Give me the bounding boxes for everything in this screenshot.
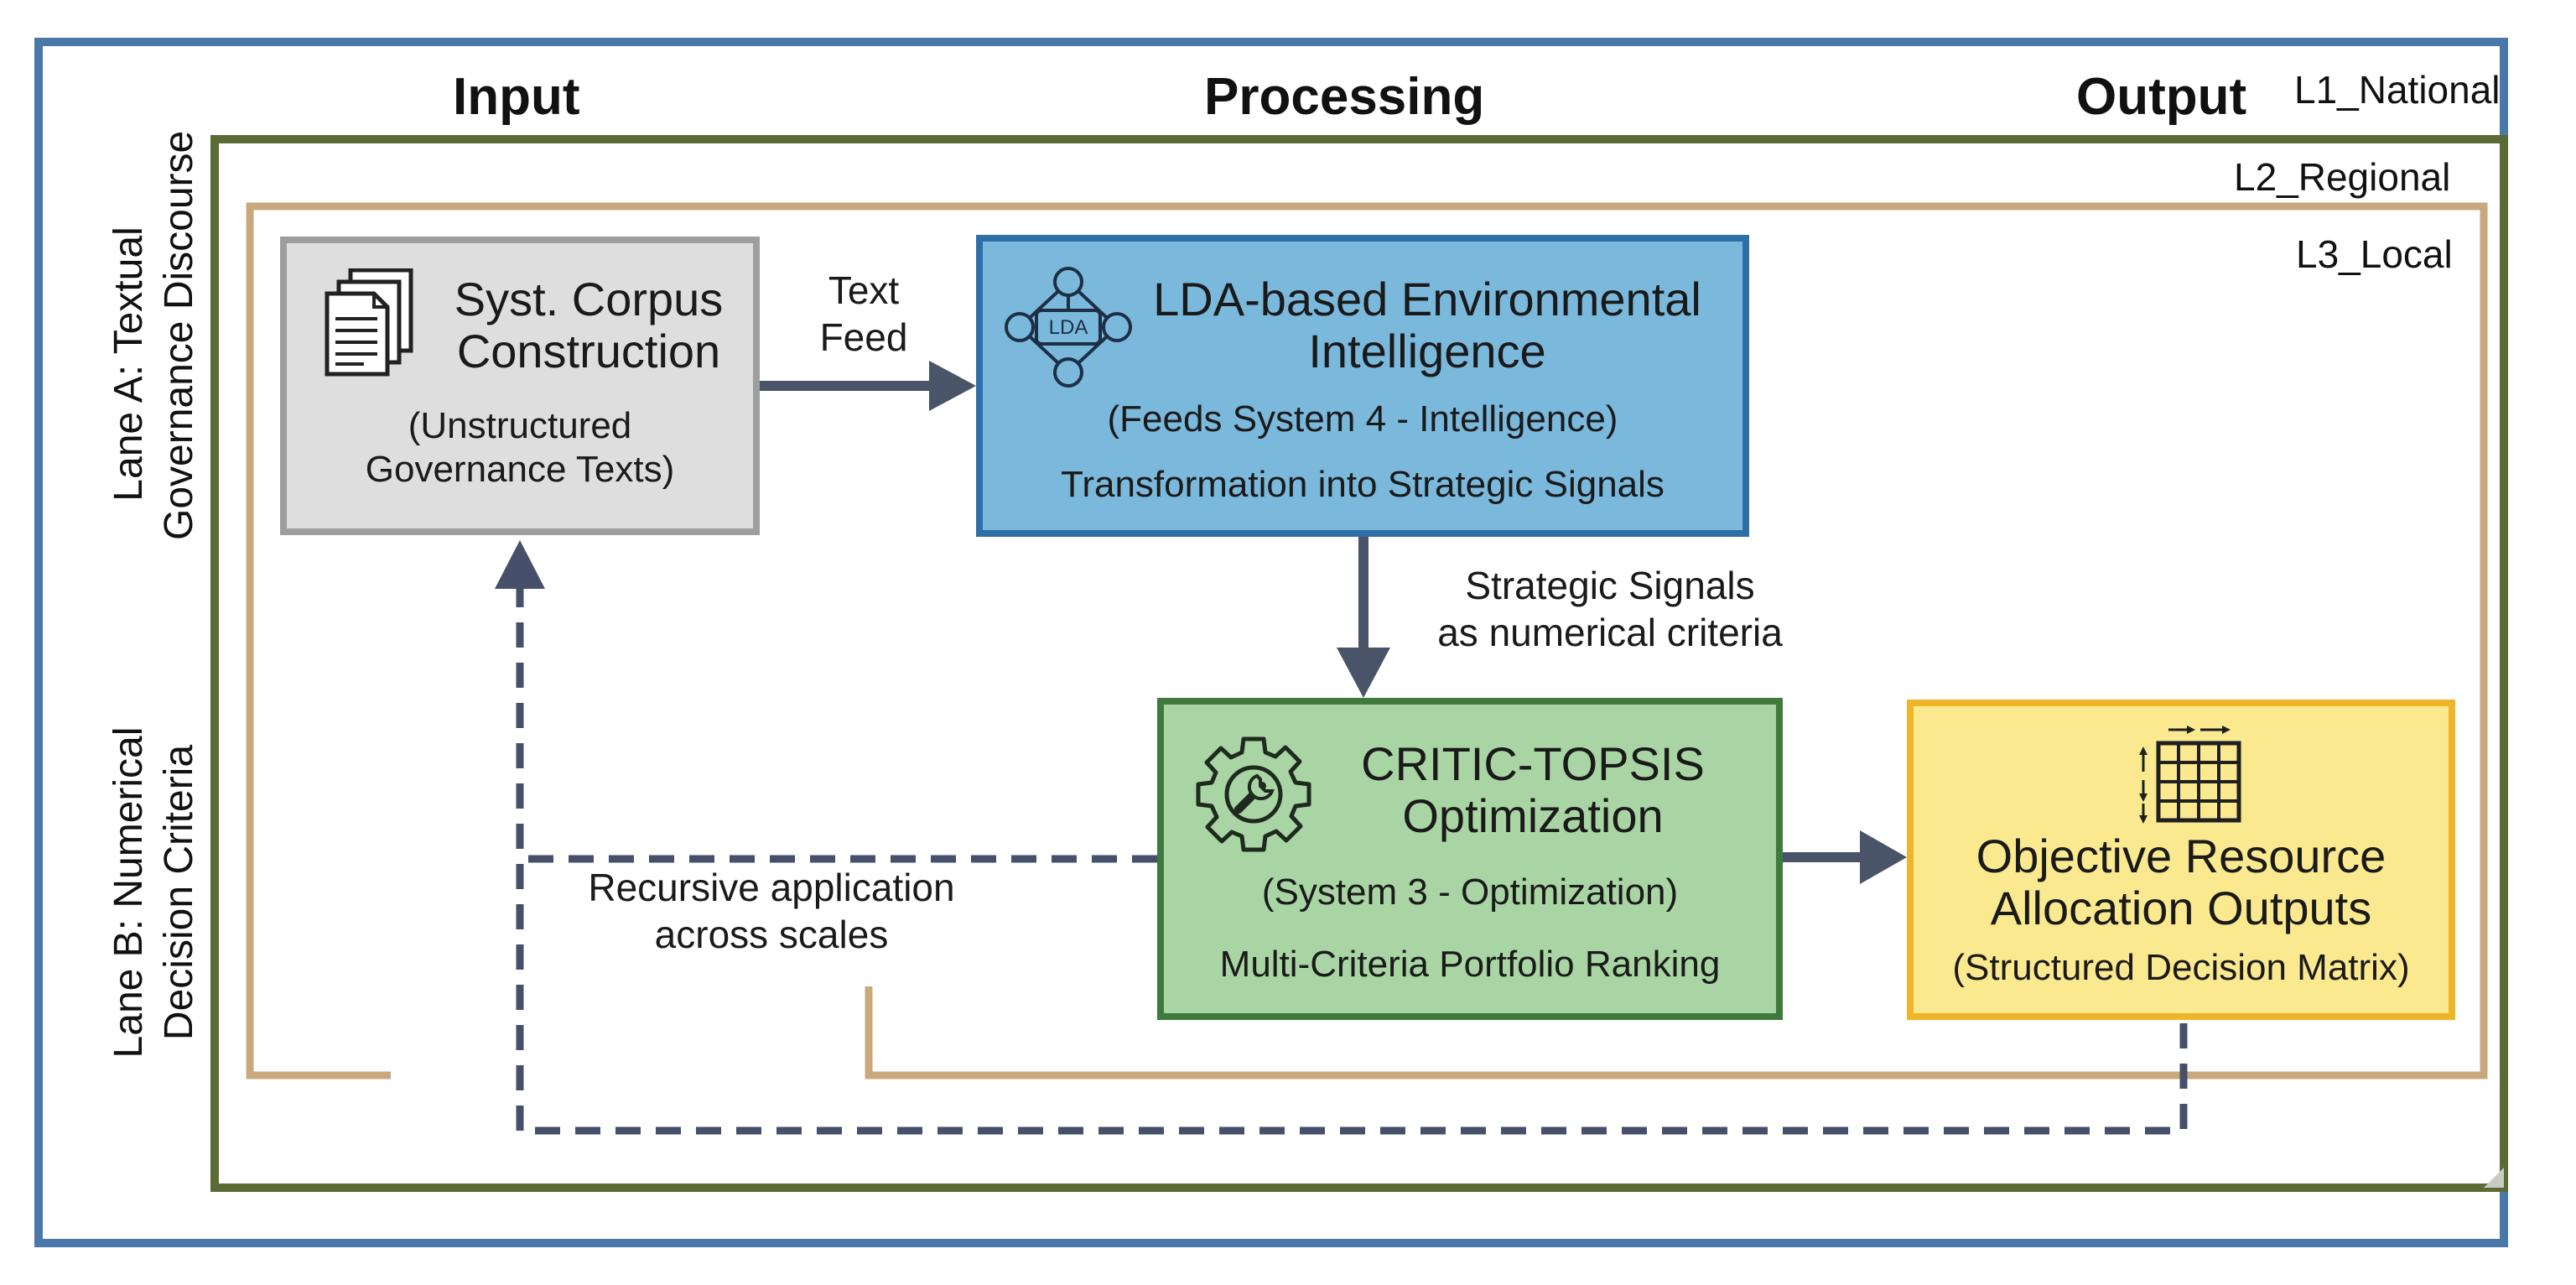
critic-title-line-2: Optimization xyxy=(1402,789,1664,842)
corpus-title-line-2: Construction xyxy=(456,325,721,377)
recursive-loop-arrowhead xyxy=(495,540,545,589)
strategic-signals-line-1: Strategic Signals xyxy=(1465,564,1755,607)
recursive-line-1: Recursive application xyxy=(588,866,955,909)
lda-intelligence-box[interactable]: LDA LDA-based Environmental Intelligence… xyxy=(976,235,1749,537)
strategic-signals-label: Strategic Signals as numerical criteria xyxy=(1392,562,1828,656)
column-output-heading: Output xyxy=(2076,68,2247,126)
corpus-subtitle-line-1: (Unstructured xyxy=(408,405,632,446)
lane-b-line-1: Lane B: Numerical xyxy=(106,726,151,1059)
l1-national-frame xyxy=(210,135,2508,1192)
lda-subtitle: (Feeds System 4 - Intelligence) xyxy=(1107,398,1618,440)
allocation-outputs-box[interactable]: Objective Resource Allocation Outputs (S… xyxy=(1907,700,2455,1020)
level-l2-label: L2_Regional xyxy=(2234,155,2451,199)
lane-b-label: Lane B: Numerical Decision Criteria xyxy=(104,716,205,1069)
critic-topsis-box[interactable]: CRITIC-TOPSIS Optimization (System 3 - O… xyxy=(1157,698,1783,1020)
lane-a-label: Lane A: Textual Governance Discourse xyxy=(104,130,205,540)
gear-wrench-icon xyxy=(1196,736,1311,852)
level-l3-label: L3_Local xyxy=(2296,232,2453,276)
network-icon: LDA xyxy=(1005,267,1132,388)
level-l1-label: L1_National xyxy=(2294,68,2501,112)
corpus-title-line-1: Syst. Corpus xyxy=(454,273,724,325)
allocation-title-line-1: Objective Resource xyxy=(1976,830,2386,882)
text-feed-arrowhead xyxy=(929,361,976,411)
network-icon-label: LDA xyxy=(1049,316,1088,339)
corpus-subtitle: (Unstructured Governance Texts) xyxy=(287,404,753,492)
allocation-title-line-2: Allocation Outputs xyxy=(1990,882,2372,934)
critic-subtitle: (System 3 - Optimization) xyxy=(1261,871,1679,913)
strategic-signals-line-2: as numerical criteria xyxy=(1437,611,1783,654)
allocation-subtitle: (Structured Decision Matrix) xyxy=(1952,947,2410,988)
text-feed-line-1: Text xyxy=(828,268,900,312)
critic-title: CRITIC-TOPSIS Optimization xyxy=(1306,738,1759,842)
strategic-signals-arrowhead xyxy=(1337,648,1390,698)
recursive-line-2: across scales xyxy=(654,913,889,956)
corner-mark xyxy=(2484,1168,2504,1188)
documents-icon xyxy=(325,268,413,377)
allocation-title: Objective Resource Allocation Outputs xyxy=(1914,830,2449,934)
lda-title-line-2: Intelligence xyxy=(1308,325,1546,377)
lda-detail: Transformation into Strategic Signals xyxy=(1061,464,1665,505)
allocation-arrowhead xyxy=(1860,830,1907,884)
outer-frame xyxy=(34,38,2508,1247)
matrix-grid-icon xyxy=(2139,726,2241,824)
lane-a-line-2: Governance Discourse xyxy=(157,130,201,540)
lane-a-line-1: Lane A: Textual xyxy=(106,226,151,502)
recursive-loop-line xyxy=(516,587,2188,1135)
critic-title-line-1: CRITIC-TOPSIS xyxy=(1361,737,1705,790)
column-processing-heading: Processing xyxy=(1204,68,1485,126)
text-feed-line-2: Feed xyxy=(819,315,908,359)
text-feed-label: Text Feed xyxy=(780,267,948,361)
recursive-label: Recursive application across scales xyxy=(553,864,989,958)
corpus-title: Syst. Corpus Construction xyxy=(429,273,748,377)
column-input-heading: Input xyxy=(453,68,580,126)
critic-detail: Multi-Criteria Portfolio Ranking xyxy=(1219,944,1721,985)
lda-title-line-1: LDA-based Environmental xyxy=(1153,273,1701,325)
lda-title: LDA-based Environmental Intelligence xyxy=(1117,273,1737,377)
corpus-construction-box[interactable]: Syst. Corpus Construction (Unstructured … xyxy=(280,237,760,535)
l2-regional-frame-left xyxy=(246,202,2488,1080)
corpus-subtitle-line-2: Governance Texts) xyxy=(365,449,675,490)
lane-b-line-2: Decision Criteria xyxy=(157,744,201,1041)
